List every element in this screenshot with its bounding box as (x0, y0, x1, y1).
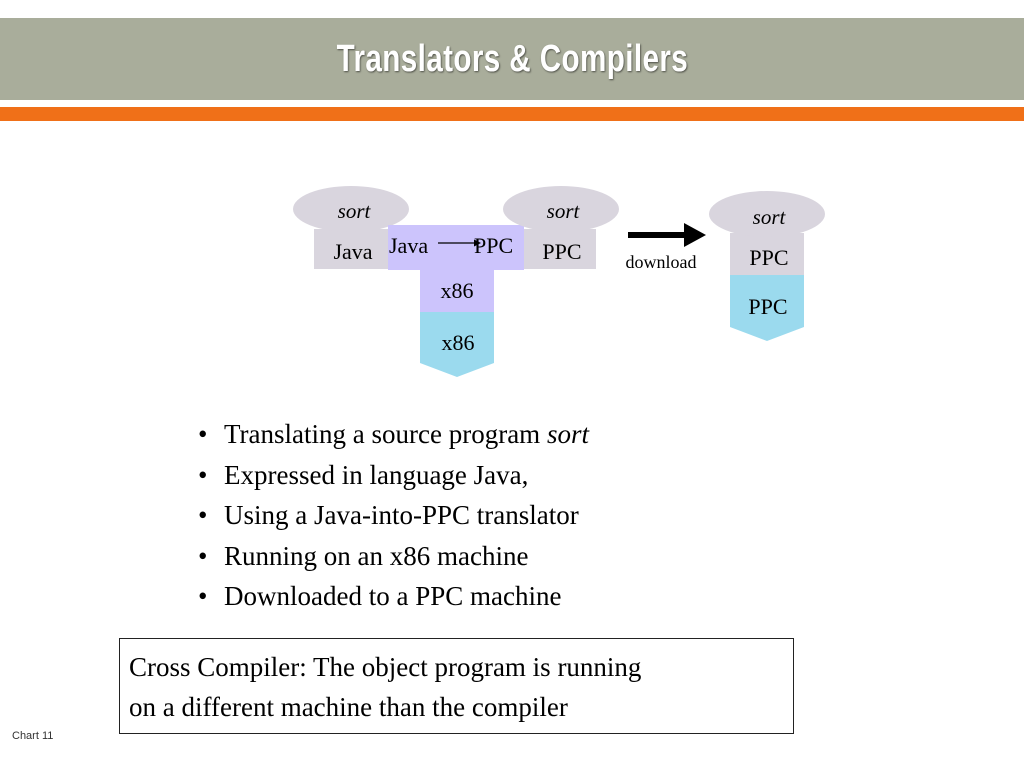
download-arrow-head (684, 223, 706, 247)
source-program-name: sort (338, 199, 372, 223)
slide-title: Translators & Compilers (336, 37, 688, 80)
definition-line-1: Cross Compiler: The object program is ru… (129, 652, 642, 682)
bullet-text: Running on an x86 machine (224, 540, 529, 571)
slide-footer: Chart 11 (12, 730, 54, 742)
host-machine-shape (420, 312, 494, 377)
translator-to: PPC (474, 233, 513, 258)
bullet-dot: • (198, 581, 208, 611)
target-program-language: PPC (749, 245, 788, 270)
target-program: sort PPC (709, 191, 825, 275)
bullet-text: Translating a source program (224, 419, 547, 449)
translator-top (388, 225, 524, 270)
bullet-item: • Expressed in language Java, (198, 455, 798, 496)
bullet-item: • Translating a source program sort (198, 414, 798, 455)
translator: Java PPC x86 (388, 225, 524, 312)
translator-stem (420, 270, 494, 312)
translator-implementation-language: x86 (441, 278, 474, 303)
target-program-name: sort (753, 205, 787, 229)
host-machine-label: x86 (442, 330, 475, 355)
bullet-dot: • (198, 540, 208, 571)
bullet-item: • Using a Java-into-PPC translator (198, 495, 798, 536)
bullet-item: • Downloaded to a PPC machine (198, 576, 798, 617)
download-label: download (626, 252, 697, 272)
target-machine: PPC (730, 275, 804, 341)
bullet-text: Expressed in language Java, (224, 459, 529, 490)
accent-bar (0, 107, 1024, 121)
target-machine-shape (730, 275, 804, 341)
object-program-head (503, 186, 619, 232)
translator-arrow-head (474, 239, 481, 247)
tombstone-diagram: sort Java Java PPC x86 x86 sort PPC down… (293, 186, 825, 377)
object-program-language: PPC (542, 239, 581, 264)
source-program-base (314, 229, 388, 269)
object-program: sort PPC (503, 186, 619, 269)
object-program-name: sort (547, 199, 581, 223)
translator-from: Java (389, 233, 428, 258)
bullet-dot: • (198, 419, 208, 449)
download-arrow: download (626, 223, 706, 272)
bullet-text: Downloaded to a PPC machine (224, 581, 562, 611)
definition-box: Cross Compiler: The object program is ru… (119, 638, 794, 734)
host-machine: x86 (420, 312, 494, 377)
target-program-head (709, 191, 825, 237)
bullet-dot: • (198, 500, 208, 530)
target-program-base (730, 233, 804, 275)
bullet-list: • Translating a source program sort • Expr… (198, 414, 798, 617)
bullet-item: • Running on an x86 machine (198, 536, 798, 577)
target-machine-label: PPC (748, 294, 787, 319)
source-program-head (293, 186, 409, 232)
definition-line-2: on a different machine than the compiler (129, 692, 568, 722)
bullet-emphasis: sort (546, 419, 589, 449)
title-bar: Translators & Compilers (0, 18, 1024, 100)
source-program: sort Java (293, 186, 409, 269)
bullet-dot: • (198, 459, 208, 490)
object-program-base (524, 229, 596, 269)
bullet-text: Using a Java-into-PPC translator (224, 500, 579, 530)
source-program-language: Java (333, 239, 372, 264)
